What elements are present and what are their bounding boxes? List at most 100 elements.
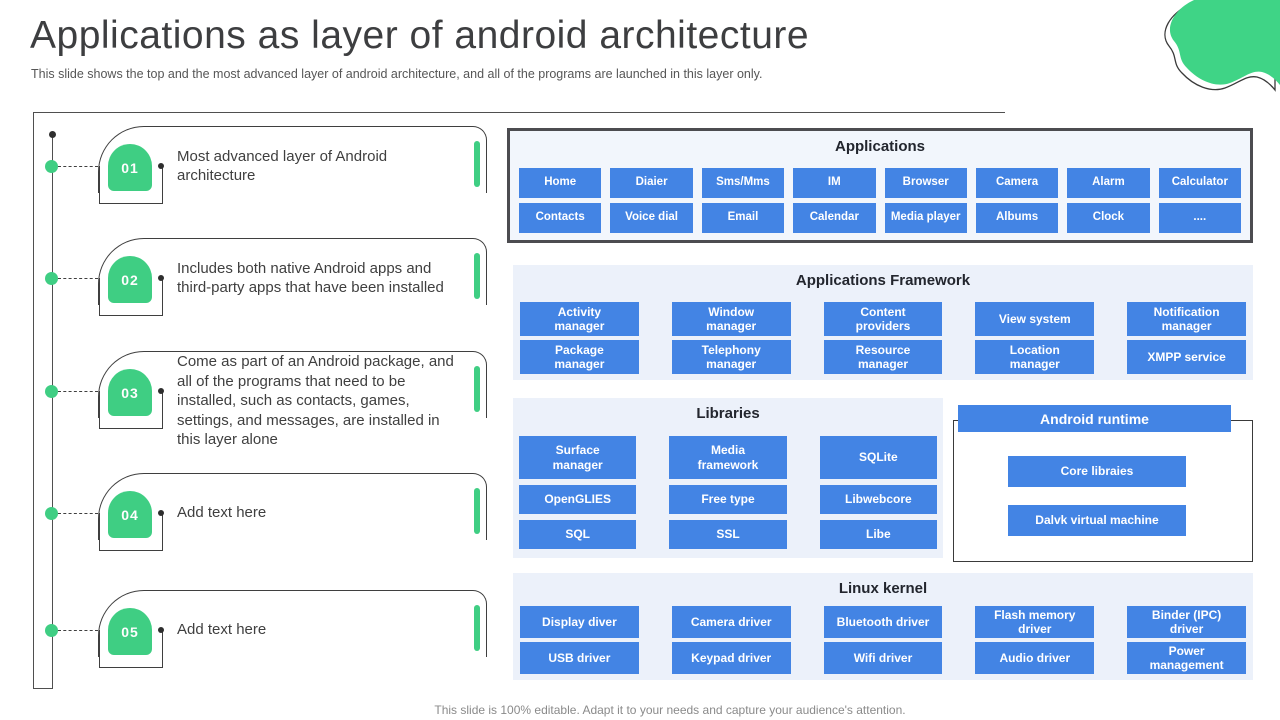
timeline-text: Add text here [177,621,267,639]
badge-bracket [99,278,163,316]
timeline-card: 02 Includes both native Android apps and… [98,238,487,316]
badge-bracket [99,166,163,204]
libraries-title: Libraries [696,405,760,422]
framework-tile[interactable]: View system [975,302,1095,336]
applications-grid: Home Diaier Sms/Mms IM Browser Camera Al… [519,168,1241,233]
framework-tile[interactable]: Resource manager [823,340,943,374]
app-tile[interactable]: Albums [975,203,1059,233]
badge-bracket [99,513,163,551]
timeline-connector [58,513,98,514]
app-tile[interactable]: Clock [1067,203,1150,233]
timeline-number-badge: 04 [108,491,152,538]
library-tile[interactable]: Media framework [669,436,787,480]
kernel-tile[interactable]: Flash memory driver [975,606,1095,638]
app-tile[interactable]: Home [519,168,602,198]
library-tile[interactable]: SQL [519,520,637,549]
timeline-number-badge: 02 [108,256,152,303]
timeline-accent-bar [474,488,480,534]
timeline-number: 02 [121,271,139,288]
timeline-node-dot [45,272,58,285]
library-tile[interactable]: SSL [669,520,787,549]
libraries-layer-section: Libraries Surface manager Media framewor… [513,398,943,558]
framework-tile[interactable]: Package manager [520,340,639,374]
framework-tile[interactable]: Location manager [975,340,1095,374]
timeline-number: 04 [121,506,139,523]
timeline-accent-bar [474,141,480,187]
app-tile[interactable]: Browser [884,168,967,198]
timeline-connector [58,166,98,167]
app-tile[interactable]: Sms/Mms [701,168,785,198]
app-tile[interactable]: Diaier [610,168,693,198]
framework-tile[interactable]: XMPP service [1127,340,1246,374]
timeline-node-dot [45,385,58,398]
timeline-text: Includes both native Android apps and th… [177,259,444,297]
timeline-connector [58,278,98,279]
runtime-tile[interactable]: Dalvk virtual machine [1008,505,1186,536]
app-tile[interactable]: Alarm [1067,168,1150,198]
library-tile[interactable]: Libwebcore [819,485,937,515]
timeline-accent-bar [474,253,480,299]
timeline-accent-bar [474,366,480,412]
framework-layer-section: Applications Framework Activity manager … [513,265,1253,380]
badge-dot [158,510,164,516]
framework-tile[interactable]: Telephony manager [671,340,791,374]
app-tile[interactable]: Calculator [1158,168,1241,198]
runtime-tile[interactable]: Core libraies [1008,456,1186,487]
kernel-tile[interactable]: Display diver [520,606,639,638]
badge-dot [158,388,164,394]
library-tile[interactable]: SQLite [819,436,937,480]
timeline-text: Come as part of an Android package, and … [177,353,454,448]
app-tile[interactable]: Email [701,203,785,233]
app-tile[interactable]: Voice dial [610,203,693,233]
framework-tile[interactable]: Notification manager [1127,302,1246,336]
app-tile[interactable]: Media player [884,203,967,233]
app-tile[interactable]: Calendar [793,203,876,233]
framework-title: Applications Framework [795,272,971,289]
kernel-tile[interactable]: Binder (IPC) driver [1127,606,1246,638]
framework-grid: Activity manager Window manager Content … [520,302,1246,374]
library-tile[interactable]: OpenGLIES [519,485,637,515]
app-tile[interactable]: .... [1158,203,1241,233]
kernel-tile[interactable]: USB driver [520,642,639,674]
library-tile[interactable]: Libe [819,520,937,549]
badge-dot [158,163,164,169]
app-tile[interactable]: Contacts [519,203,602,233]
timeline-node-dot [45,624,58,637]
kernel-title: Linux kernel [838,580,928,597]
timeline-item: 03 Come as part of an Android package, a… [38,351,490,448]
framework-tile[interactable]: Window manager [671,302,791,336]
kernel-grid: Display diver Camera driver Bluetooth dr… [520,606,1246,674]
kernel-tile[interactable]: Keypad driver [671,642,791,674]
timeline-item: 02 Includes both native Android apps and… [38,238,490,330]
app-tile[interactable]: Camera [975,168,1059,198]
app-tile[interactable]: IM [793,168,876,198]
timeline-item: 04 Add text here [38,473,490,565]
timeline-node-dot [45,160,58,173]
framework-tile[interactable]: Content providers [823,302,943,336]
kernel-tile[interactable]: Wifi driver [823,642,943,674]
timeline-node-dot [45,507,58,520]
timeline-number: 01 [121,159,139,176]
library-tile[interactable]: Free type [669,485,787,515]
timeline-accent-bar [474,605,480,651]
kernel-tile[interactable]: Camera driver [671,606,791,638]
kernel-tile[interactable]: Power management [1127,642,1246,674]
kernel-tile[interactable]: Bluetooth driver [823,606,943,638]
library-tile[interactable]: Surface manager [519,436,637,480]
timeline-number-badge: 05 [108,608,152,655]
page-subtitle: This slide shows the top and the most ad… [31,67,763,81]
badge-dot [158,627,164,633]
timeline-text: Most advanced layer of Android architect… [177,147,388,185]
kernel-tile[interactable]: Audio driver [975,642,1095,674]
header-divider [33,112,1005,113]
timeline-number: 03 [121,384,139,401]
timeline-number: 05 [121,623,139,640]
applications-title: Applications [834,138,925,155]
timeline-connector [58,391,98,392]
timeline-number-badge: 03 [108,369,152,416]
framework-tile[interactable]: Activity manager [520,302,639,336]
timeline-card: 03 Come as part of an Android package, a… [98,351,487,448]
timeline-outer-bracket [33,112,53,689]
timeline-text: Add text here [177,504,267,522]
